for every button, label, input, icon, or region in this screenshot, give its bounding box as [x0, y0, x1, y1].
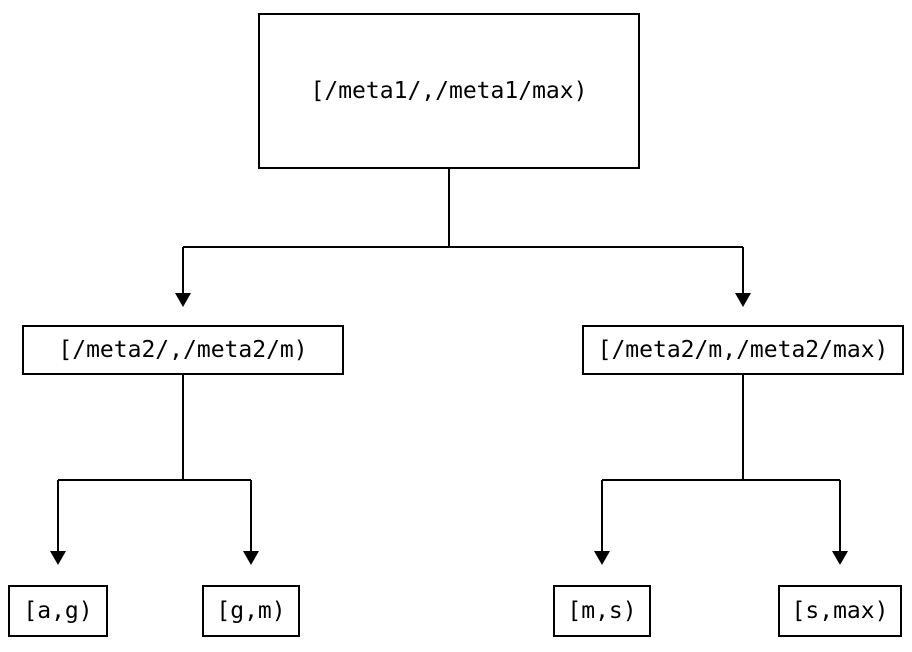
arrowhead-right-smax: [832, 551, 848, 565]
edge-right-stem: [601, 375, 841, 551]
node-label-leaf-gm: [g,m): [216, 597, 286, 624]
node-label-meta2-left: [/meta2/,/meta2/m): [58, 336, 308, 363]
node-label-leaf-smax: [s,max): [791, 597, 889, 624]
node-label-root: [/meta1/,/meta1/max): [310, 77, 588, 104]
node-label-leaf-ms: [m,s): [567, 597, 637, 624]
edge-left-stem: [57, 375, 252, 551]
arrowhead-left-ag: [50, 551, 66, 565]
arrowhead-right-ms: [594, 551, 610, 565]
tree-node-root: [/meta1/,/meta1/max): [258, 13, 640, 169]
node-label-meta2-right: [/meta2/m,/meta2/max): [597, 336, 889, 363]
tree-node-meta2-right: [/meta2/m,/meta2/max): [582, 325, 904, 375]
tree-node-leaf-smax: [s,max): [778, 585, 902, 637]
tree-node-leaf-ms: [m,s): [553, 585, 651, 637]
tree-node-meta2-left: [/meta2/,/meta2/m): [22, 325, 344, 375]
arrowhead-left-gm: [243, 551, 259, 565]
arrowhead-root-left: [175, 293, 191, 307]
tree-node-leaf-ag: [a,g): [8, 585, 108, 637]
node-label-leaf-ag: [a,g): [23, 597, 93, 624]
arrowhead-root-right: [735, 293, 751, 307]
edge-root-stem: [182, 169, 744, 293]
tree-node-leaf-gm: [g,m): [202, 585, 300, 637]
